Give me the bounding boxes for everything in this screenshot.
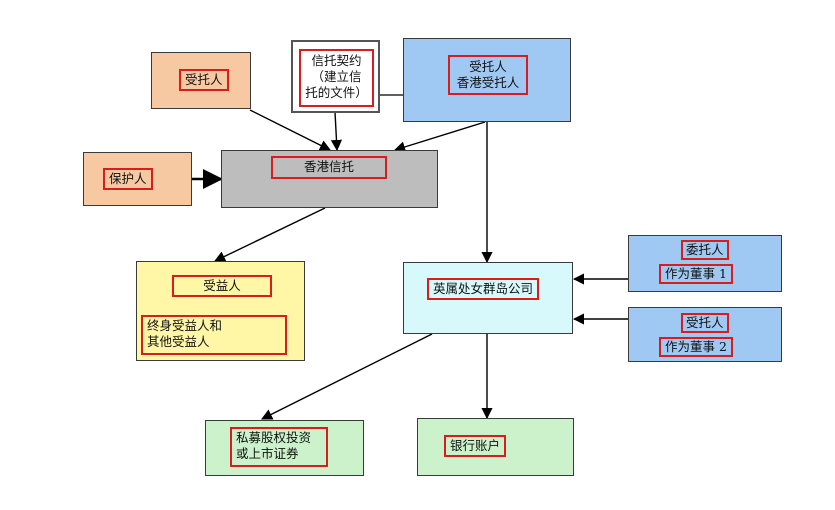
settlor-node: 受托人 — [151, 52, 251, 109]
director2-node: 受托人 作为董事 2 — [628, 307, 782, 362]
beneficiary-detail: 终身受益人和 其他受益人 — [141, 315, 287, 355]
trust-deed-label: 信托契约 （建立信 托的文件） — [299, 49, 374, 107]
arrow-trustee-to-trust — [393, 121, 486, 153]
private-equity-line1: 私募股权投资 — [236, 430, 312, 445]
bank-account-label: 银行账户 — [444, 435, 507, 457]
beneficiary-line2: 其他受益人 — [147, 334, 210, 349]
beneficiary-title: 受益人 — [172, 275, 272, 297]
director2-role: 作为董事 2 — [659, 337, 733, 357]
beneficiary-line1: 终身受益人和 — [147, 318, 223, 333]
director2-title: 受托人 — [681, 313, 729, 333]
hk-trustee-line1: 受托人 — [469, 59, 507, 74]
arrow-settlor-to-trust — [249, 109, 332, 151]
hk-trustee-node: 受托人 香港受托人 — [403, 38, 571, 122]
bvi-company-label: 英属处女群岛公司 — [427, 278, 540, 300]
arrow-bvi-to-equity — [260, 333, 433, 420]
arrow-deed-to-trust — [330, 111, 343, 152]
settlor-label: 受托人 — [179, 69, 229, 91]
director1-title: 委托人 — [681, 240, 729, 260]
trust-deed-line3: 托的文件） — [305, 85, 368, 100]
arrow-trust-to-beneficiary — [213, 207, 326, 262]
bvi-company-node: 英属处女群岛公司 — [403, 262, 573, 334]
hk-trustee-line2: 香港受托人 — [456, 75, 520, 90]
private-equity-line2: 或上市证券 — [236, 446, 299, 461]
hk-trustee-label: 受托人 香港受托人 — [448, 55, 528, 95]
private-equity-node: 私募股权投资 或上市证券 — [205, 420, 364, 476]
bank-account-node: 银行账户 — [417, 418, 574, 476]
trust-deed-line2: （建立信 — [311, 69, 362, 84]
hk-trust-label: 香港信托 — [271, 156, 387, 179]
protector-node: 保护人 — [83, 152, 192, 206]
beneficiary-node: 受益人 终身受益人和 其他受益人 — [136, 261, 305, 361]
trust-deed-line1: 信托契约 — [311, 53, 362, 68]
trust-deed-node: 信托契约 （建立信 托的文件） — [291, 40, 380, 113]
hk-trust-node: 香港信托 — [221, 150, 438, 208]
director1-node: 委托人 作为董事 1 — [628, 235, 782, 292]
private-equity-label: 私募股权投资 或上市证券 — [230, 427, 328, 467]
director1-role: 作为董事 1 — [659, 264, 733, 284]
protector-label: 保护人 — [103, 168, 153, 190]
